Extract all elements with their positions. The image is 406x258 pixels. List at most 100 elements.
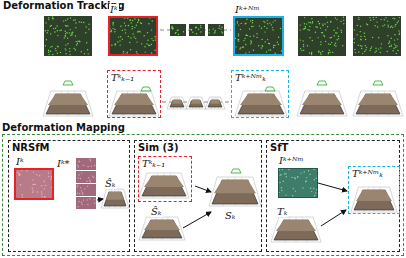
feature-point	[172, 28, 173, 29]
feature-point	[241, 23, 242, 24]
feature-point	[311, 54, 312, 55]
feature-point	[311, 191, 312, 192]
feature-point	[280, 175, 281, 176]
feature-point	[177, 30, 178, 31]
feature-point	[270, 49, 271, 50]
feature-point	[268, 49, 269, 50]
surface-mesh	[271, 217, 321, 242]
feature-point	[114, 44, 115, 45]
camera-icon	[265, 87, 275, 91]
feature-point	[21, 170, 22, 171]
feature-point	[365, 45, 366, 46]
feature-point	[144, 35, 145, 36]
feature-point	[89, 159, 90, 160]
feature-point	[48, 172, 49, 173]
template-box: Tᵏₖ₋₁	[107, 70, 161, 118]
feature-point	[310, 22, 311, 23]
feature-point	[71, 33, 72, 34]
feature-point	[52, 54, 53, 55]
feature-point	[90, 181, 91, 182]
feature-point	[51, 46, 52, 47]
feature-point	[305, 181, 306, 182]
feature-point	[67, 38, 68, 39]
feature-point	[47, 30, 48, 31]
feature-point	[253, 50, 254, 51]
feature-point	[78, 177, 79, 178]
feature-point	[265, 41, 266, 42]
stage-heading: SfT	[270, 142, 288, 153]
feature-point	[299, 29, 300, 30]
feature-point	[76, 186, 77, 187]
feature-point	[355, 52, 356, 53]
feature-point	[330, 21, 331, 22]
feature-point	[139, 30, 140, 31]
feature-point	[50, 46, 51, 47]
feature-point	[391, 38, 392, 39]
feature-point	[395, 45, 396, 46]
stage-heading: NRSfM	[12, 142, 50, 153]
feature-point	[46, 39, 47, 40]
feature-point	[66, 32, 67, 33]
feature-point	[302, 40, 303, 41]
feature-point	[151, 38, 152, 39]
feature-point	[300, 48, 301, 49]
feature-point	[389, 46, 390, 47]
feature-point	[361, 48, 362, 49]
feature-point	[357, 25, 358, 26]
feature-point	[33, 184, 34, 185]
feature-point	[277, 42, 278, 43]
feature-point	[250, 20, 251, 21]
feature-point	[303, 28, 304, 29]
feature-point	[297, 177, 298, 178]
feature-point	[322, 23, 323, 24]
surface-mesh	[109, 91, 159, 116]
symbol-label: Iᵏ⁺ᴺᵐ	[234, 4, 261, 15]
feature-point	[319, 23, 320, 24]
video-frame	[76, 171, 96, 183]
feature-point	[320, 44, 321, 45]
feature-point	[311, 18, 312, 19]
feature-point	[390, 27, 391, 28]
feature-point	[81, 51, 82, 52]
feature-point	[274, 45, 275, 46]
feature-point	[214, 31, 215, 32]
feature-point	[32, 188, 33, 189]
feature-point	[77, 185, 78, 186]
surface-mesh	[209, 177, 261, 206]
template-box: Tᵏₖ₋₁	[138, 156, 192, 202]
feature-point	[39, 175, 40, 176]
feature-point	[111, 30, 112, 31]
feature-point	[252, 26, 253, 27]
feature-point	[331, 42, 332, 43]
surface-mesh	[101, 189, 129, 208]
feature-point	[50, 26, 51, 27]
feature-point	[115, 43, 116, 44]
feature-point	[364, 36, 365, 37]
feature-point	[75, 22, 76, 23]
symbol-label: Tᵏ⁺ᴺᵐₖ	[234, 72, 267, 83]
feature-point	[282, 169, 283, 170]
feature-point	[57, 46, 58, 47]
feature-point	[75, 19, 76, 20]
stage-panel: Deformation MappingNRSfMIᵏSim (3)Tᵏₖ₋₁Sf…	[2, 134, 404, 256]
feature-point	[129, 42, 130, 43]
feature-point	[78, 161, 79, 162]
feature-point	[377, 26, 378, 27]
feature-point	[314, 179, 315, 180]
feature-point	[70, 17, 71, 18]
feature-point	[45, 185, 46, 186]
feature-point	[288, 169, 289, 170]
feature-point	[221, 27, 222, 28]
feature-point	[322, 32, 323, 33]
feature-point	[151, 44, 152, 45]
feature-point	[138, 19, 139, 20]
feature-point	[67, 43, 68, 44]
feature-point	[82, 192, 83, 193]
symbol-label: Ŝₖ	[104, 178, 117, 189]
feature-point	[322, 25, 323, 26]
feature-point	[245, 52, 246, 53]
feature-point	[343, 17, 344, 18]
feature-point	[88, 29, 89, 30]
feature-point	[149, 45, 150, 46]
feature-point	[366, 47, 367, 48]
